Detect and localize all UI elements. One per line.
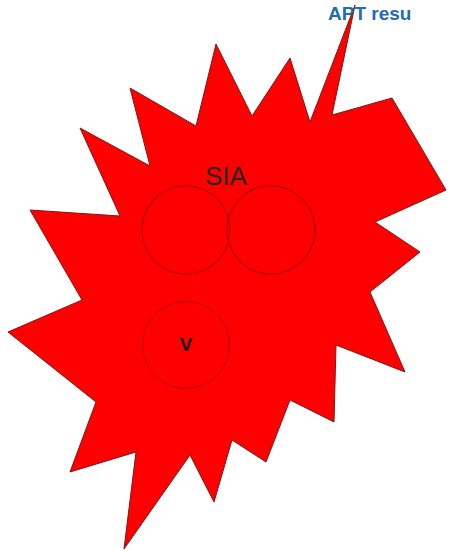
title-text: APT resu xyxy=(328,3,411,25)
vacancy-label: V xyxy=(180,334,193,356)
atom-circle xyxy=(142,186,230,274)
atom-circle xyxy=(227,186,315,274)
vacancy-circle: V xyxy=(142,301,230,389)
cluster-label: SIA xyxy=(205,162,247,191)
starburst-shape xyxy=(8,5,446,549)
